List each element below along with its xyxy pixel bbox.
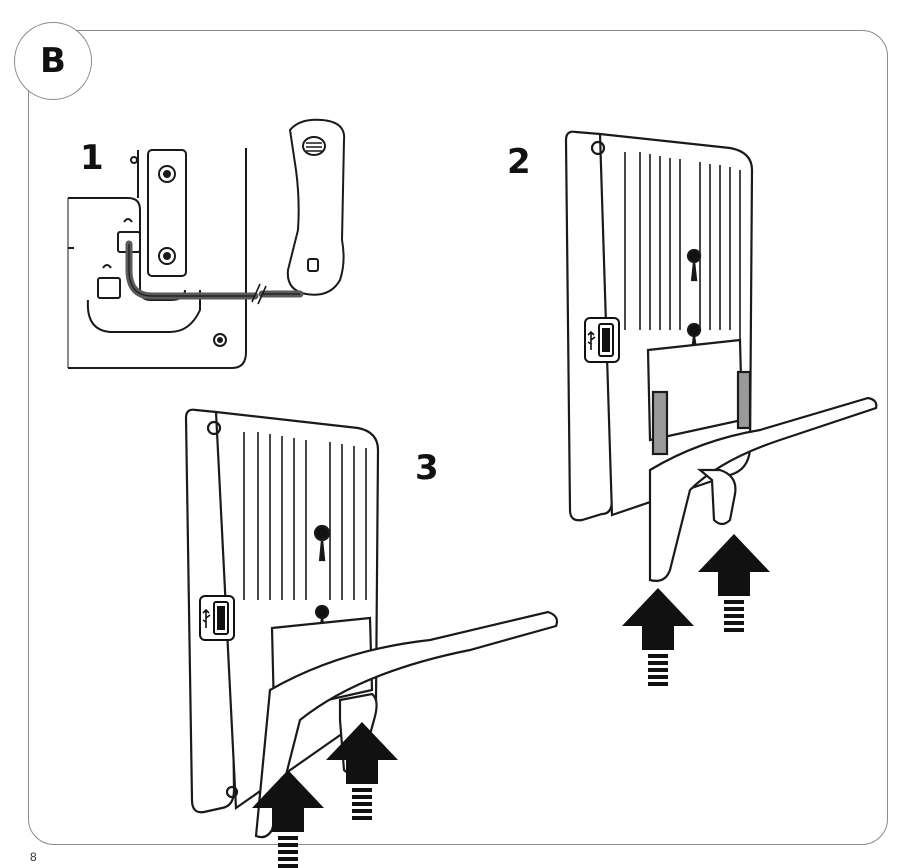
illustration-frame bbox=[28, 30, 888, 845]
arrow-step2-right bbox=[698, 534, 770, 632]
usb-icon bbox=[584, 317, 620, 363]
step-3-illustration bbox=[184, 408, 559, 839]
step-1-illustration bbox=[67, 118, 346, 369]
step-1-number: 1 bbox=[80, 138, 104, 178]
step-2-number: 2 bbox=[507, 142, 531, 182]
page-number: 8 bbox=[30, 850, 37, 864]
step-3-number: 3 bbox=[415, 448, 439, 488]
section-label: B bbox=[40, 41, 66, 81]
arrow-step2-left bbox=[622, 588, 694, 686]
section-badge: B bbox=[14, 22, 92, 100]
usb-icon bbox=[199, 595, 235, 641]
